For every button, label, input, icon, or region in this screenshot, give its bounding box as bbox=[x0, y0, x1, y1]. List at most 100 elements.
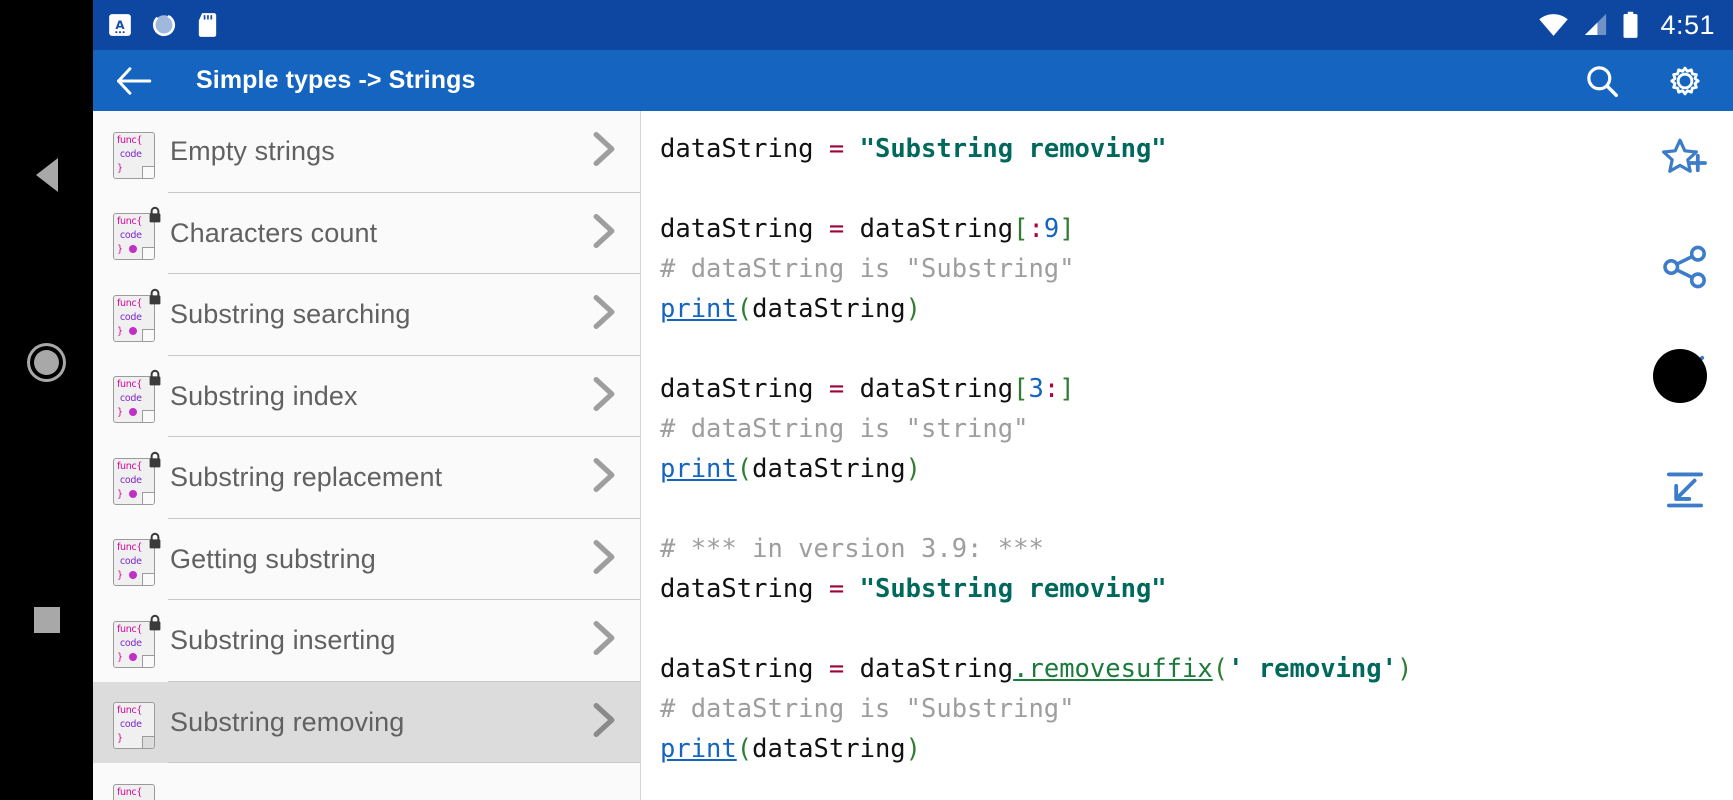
code-icon-line1: func{ bbox=[117, 460, 143, 472]
code-token[interactable]: . bbox=[1013, 654, 1029, 684]
code-icon-line1: func{ bbox=[117, 786, 143, 798]
code-token: = bbox=[828, 574, 845, 604]
code-file-icon: func{ code } bbox=[107, 123, 159, 181]
code-token: # dataString is "Substring" bbox=[660, 254, 1075, 284]
list-divider bbox=[168, 599, 640, 600]
code-icon-line1: func{ bbox=[117, 134, 143, 146]
list-item-label: Substring index bbox=[170, 380, 358, 411]
lock-icon bbox=[147, 288, 163, 311]
code-token[interactable]: print bbox=[660, 734, 737, 764]
code-token: dataString bbox=[844, 654, 1014, 684]
lock-icon bbox=[147, 206, 163, 229]
status-bar-left-icons: A bbox=[107, 12, 220, 38]
code-icon-line2: code bbox=[120, 474, 142, 486]
nav-back-button[interactable] bbox=[0, 145, 93, 205]
cellular-signal-icon bbox=[1585, 13, 1607, 36]
code-token: 9 bbox=[1043, 214, 1060, 244]
status-bar-right-icons: 4:51 bbox=[1538, 10, 1715, 41]
sd-card-icon bbox=[198, 13, 217, 37]
code-icon-line2: code bbox=[120, 230, 142, 242]
code-token[interactable]: removesuffix bbox=[1028, 654, 1213, 684]
list-item[interactable]: func{ code } Substring index bbox=[93, 355, 640, 437]
scroll-to-bottom-icon bbox=[1666, 472, 1704, 508]
code-token: dataString bbox=[752, 454, 906, 484]
list-divider bbox=[168, 191, 640, 193]
code-file-icon: func{ code } bbox=[107, 612, 161, 670]
list-item-selected[interactable]: func{ code } Substring removing bbox=[93, 681, 640, 763]
code-token: dataString bbox=[660, 374, 829, 404]
list-item[interactable]: func{ code } Getting substring bbox=[93, 518, 640, 600]
list-item-partial[interactable]: func{ code } bbox=[93, 763, 640, 800]
share-button[interactable] bbox=[1655, 237, 1715, 297]
list-divider bbox=[168, 517, 640, 519]
list-item-label: Characters count bbox=[170, 217, 378, 248]
code-token: ( bbox=[736, 294, 753, 324]
code-icon-line2: code bbox=[120, 393, 142, 405]
recents-square-icon bbox=[33, 607, 60, 633]
code-icon-line1: func{ bbox=[117, 297, 143, 309]
list-divider bbox=[168, 436, 640, 437]
code-token: : bbox=[1028, 214, 1044, 244]
code-token: dataString bbox=[844, 374, 1014, 404]
code-token: ) bbox=[905, 734, 922, 764]
app-bar-actions bbox=[1583, 61, 1705, 101]
search-icon bbox=[1587, 65, 1618, 97]
list-item[interactable]: func{ code } Empty strings bbox=[93, 111, 640, 193]
code-icon-line3: } bbox=[117, 325, 124, 337]
code-token bbox=[844, 134, 859, 164]
topic-list[interactable]: func{ code } Empty strings bbox=[93, 111, 641, 800]
code-token: 3 bbox=[1028, 374, 1044, 404]
code-token: dataString bbox=[844, 214, 1014, 244]
list-item-label: Substring replacement bbox=[170, 462, 443, 493]
code-icon-line2: code bbox=[120, 556, 142, 568]
nav-home-button[interactable] bbox=[0, 332, 93, 392]
code-token: dataString bbox=[660, 574, 829, 604]
code-token[interactable]: print bbox=[660, 294, 737, 324]
lock-icon bbox=[147, 451, 163, 474]
list-item[interactable]: func{ code } Substring searching bbox=[93, 274, 640, 356]
code-token[interactable]: print bbox=[660, 454, 737, 484]
search-button[interactable] bbox=[1583, 62, 1621, 100]
arrow-left-icon bbox=[117, 66, 152, 95]
keyboard-a-icon: A bbox=[109, 14, 131, 36]
add-to-favorites-button[interactable] bbox=[1655, 133, 1715, 193]
code-icon-line1: func{ bbox=[117, 379, 143, 391]
settings-button[interactable] bbox=[1665, 61, 1705, 101]
code-file-icon: func{ code } bbox=[107, 286, 161, 344]
nav-recents-button[interactable] bbox=[0, 590, 93, 650]
code-viewer[interactable]: dataString = "Substring removing" dataSt… bbox=[641, 111, 1733, 800]
code-block: dataString = "Substring removing" dataSt… bbox=[660, 129, 1733, 769]
list-divider bbox=[168, 680, 640, 682]
code-icon-line2: code bbox=[120, 311, 142, 323]
gear-icon bbox=[1670, 66, 1700, 95]
lock-icon bbox=[147, 532, 163, 555]
chevron-right-icon bbox=[590, 702, 618, 742]
code-icon-line3: } bbox=[117, 162, 124, 174]
code-token: = bbox=[828, 654, 845, 684]
app-window: A bbox=[93, 0, 1733, 800]
list-item[interactable]: func{ code } Substring replacement bbox=[93, 437, 640, 519]
status-bar: A bbox=[93, 0, 1733, 50]
code-icon-line1: func{ bbox=[117, 705, 143, 717]
code-token: ' removing' bbox=[1228, 654, 1397, 684]
back-triangle-icon bbox=[35, 158, 58, 192]
code-token: ) bbox=[905, 294, 922, 324]
code-file-icon: func{ code } bbox=[107, 693, 159, 751]
code-token: ( bbox=[736, 454, 753, 484]
svg-text:A: A bbox=[115, 18, 125, 32]
scroll-to-bottom-button[interactable] bbox=[1655, 459, 1715, 519]
code-icon-line2: code bbox=[120, 719, 142, 731]
code-icon-line2: code bbox=[120, 637, 142, 649]
code-icon-line3: } bbox=[117, 244, 124, 256]
list-item[interactable]: func{ code } Characters count bbox=[93, 192, 640, 274]
app-bar-back-button[interactable] bbox=[115, 65, 153, 97]
code-token: ] bbox=[1059, 374, 1075, 404]
code-token: # dataString is "string" bbox=[660, 414, 1029, 444]
touch-point-indicator bbox=[1653, 349, 1707, 403]
code-token: [ bbox=[1013, 374, 1029, 404]
list-item[interactable]: func{ code } Substring inserting bbox=[93, 600, 640, 682]
code-icon-line1: func{ bbox=[117, 623, 143, 635]
android-navigation-bar bbox=[0, 0, 93, 800]
list-item-label: Substring inserting bbox=[170, 625, 396, 656]
